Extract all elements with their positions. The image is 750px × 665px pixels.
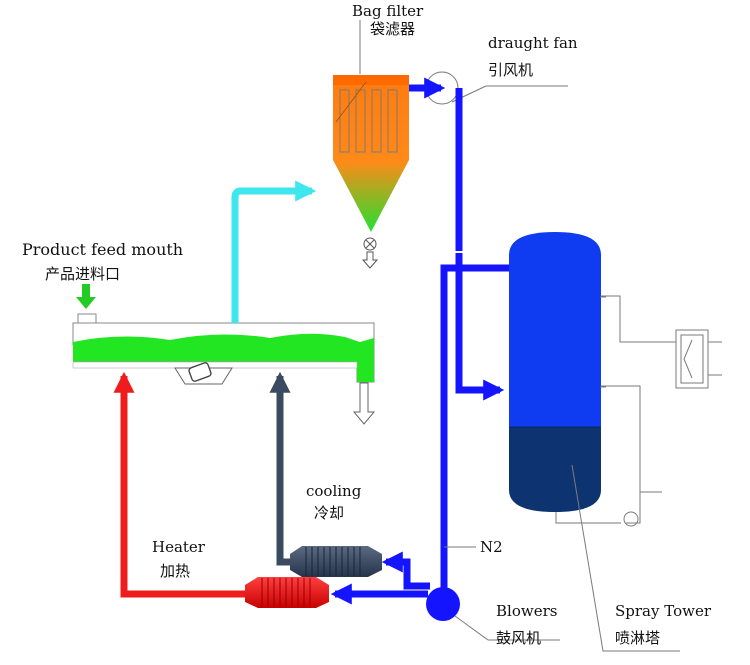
n2-label: N2 xyxy=(480,538,503,556)
blower-to-cooler-line xyxy=(381,551,430,590)
spray-tower-label: Spray Tower xyxy=(615,602,712,620)
fluid-bed-dryer xyxy=(72,313,376,425)
cooling-label-cn: 冷却 xyxy=(314,504,344,522)
blowers-label-cn: 鼓风机 xyxy=(496,629,541,647)
draught-fan-label-cn: 引风机 xyxy=(488,61,533,79)
tower-to-blower-line xyxy=(440,264,509,596)
blower xyxy=(426,587,560,641)
heater xyxy=(245,577,329,608)
heater-label: Heater xyxy=(152,538,206,556)
bag-filter-label: Bag filter xyxy=(352,2,424,20)
spray-tower-leader xyxy=(571,464,680,652)
feed-arrow xyxy=(76,284,96,309)
fan-to-tower-line xyxy=(455,88,505,401)
exhaust-line xyxy=(231,180,317,323)
cooling-gas-line xyxy=(269,371,291,566)
cooler xyxy=(290,546,382,577)
bag-filter xyxy=(333,75,409,269)
hot-gas-line xyxy=(113,371,245,598)
draught-fan-label: draught fan xyxy=(488,34,578,52)
heater-label-cn: 加热 xyxy=(160,562,190,580)
heat-exchanger xyxy=(675,329,709,389)
product-feed-label: Product feed mouth xyxy=(22,240,183,259)
cooling-label: cooling xyxy=(306,482,362,500)
spray-tower-label-cn: 喷淋塔 xyxy=(615,629,660,647)
blowers-label: Blowers xyxy=(496,602,557,620)
spray-tower xyxy=(509,232,601,512)
bag-filter-label-cn: 袋滤器 xyxy=(370,20,415,38)
product-feed-label-cn: 产品进料口 xyxy=(45,265,120,283)
tower-side-piping xyxy=(555,295,722,527)
